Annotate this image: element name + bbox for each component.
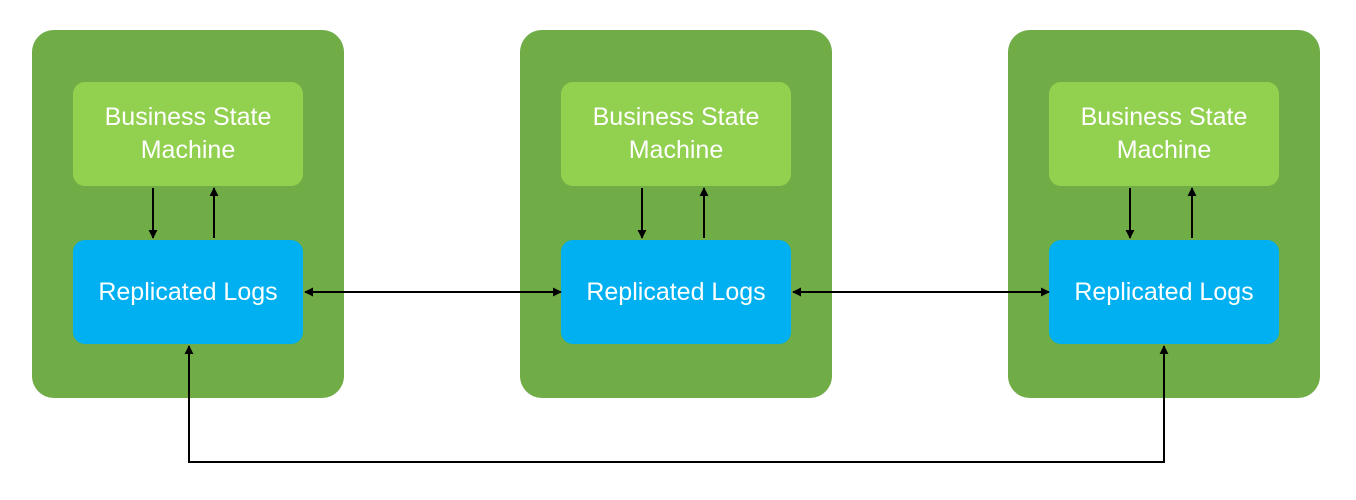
node-container-1: Business State Machine Replicated Logs [32,30,344,398]
business-state-machine-box: Business State Machine [73,82,303,186]
business-state-machine-box: Business State Machine [1049,82,1279,186]
replicated-logs-box: Replicated Logs [561,240,791,344]
replicated-logs-box: Replicated Logs [1049,240,1279,344]
business-state-machine-box: Business State Machine [561,82,791,186]
replicated-logs-box: Replicated Logs [73,240,303,344]
node-container-2: Business State Machine Replicated Logs [520,30,832,398]
node-container-3: Business State Machine Replicated Logs [1008,30,1320,398]
